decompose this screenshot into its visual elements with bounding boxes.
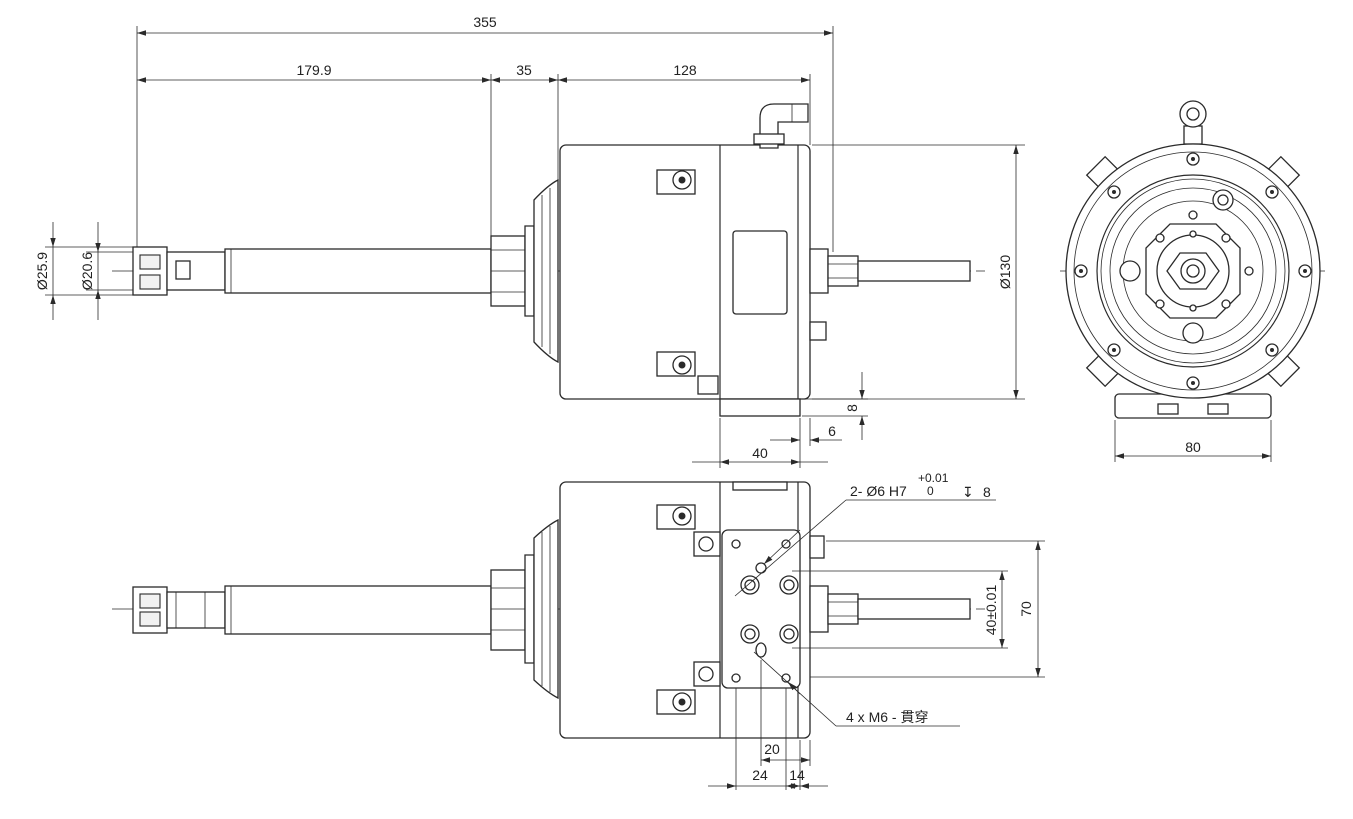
dim-diameter-outer: Ø25.9 bbox=[34, 252, 50, 290]
screw-icon bbox=[693, 531, 721, 557]
screw-icon bbox=[656, 351, 696, 377]
dim-front-width: 80 bbox=[1185, 439, 1201, 455]
inner-screw-holes bbox=[1155, 230, 1231, 312]
screw-icon bbox=[656, 169, 696, 195]
pin-tolerance-upper: +0.01 bbox=[918, 471, 949, 485]
pin-tolerance-lower: 0 bbox=[927, 484, 934, 498]
front-dimensions: 80 bbox=[1114, 420, 1272, 462]
dim-base-length: 40 bbox=[752, 445, 768, 461]
thread-spec-label: 4 x M6 - 貫穿 bbox=[846, 709, 928, 725]
side-view-top bbox=[112, 103, 985, 417]
bolt-holes bbox=[1074, 152, 1312, 390]
pin-spec-label: 2- Ø6 H7 bbox=[850, 483, 907, 499]
dimension-labels-bottom: 2- Ø6 H7 +0.01 0 ↧ 8 4 x M6 - 貫穿 40±0.01… bbox=[752, 471, 1034, 783]
side-view-bottom bbox=[112, 481, 985, 739]
bottom-dimensions bbox=[708, 499, 1045, 790]
dim-20: 20 bbox=[764, 741, 780, 757]
top-dimensions bbox=[45, 26, 1025, 468]
dim-body-length: 128 bbox=[673, 62, 697, 78]
dim-base-offset: 6 bbox=[828, 423, 836, 439]
dim-body-diameter: Ø130 bbox=[997, 255, 1013, 289]
screw-icon bbox=[693, 661, 721, 687]
dim-base-height: 8 bbox=[844, 404, 860, 412]
dim-24: 24 bbox=[752, 767, 768, 783]
air-fitting-icon bbox=[753, 103, 809, 149]
dimension-labels-top: 355 179.9 35 128 Ø25.9 Ø20.6 Ø130 8 6 40 bbox=[34, 14, 1013, 461]
front-view bbox=[1060, 100, 1325, 419]
dim-overall-length: 355 bbox=[473, 14, 497, 30]
screw-icon bbox=[656, 689, 696, 715]
dim-14: 14 bbox=[789, 767, 805, 783]
dim-plate-height: 70 bbox=[1018, 601, 1034, 617]
dim-nut-length: 35 bbox=[516, 62, 532, 78]
dim-hole-pitch: 40±0.01 bbox=[983, 585, 999, 636]
screw-icon bbox=[656, 504, 696, 530]
dim-shaft-length: 179.9 bbox=[296, 62, 331, 78]
pin-depth-label: 8 bbox=[983, 484, 991, 500]
depth-symbol-icon: ↧ bbox=[962, 484, 974, 500]
plate-holes bbox=[731, 539, 799, 683]
dim-diameter-inner: Ø20.6 bbox=[79, 252, 95, 290]
